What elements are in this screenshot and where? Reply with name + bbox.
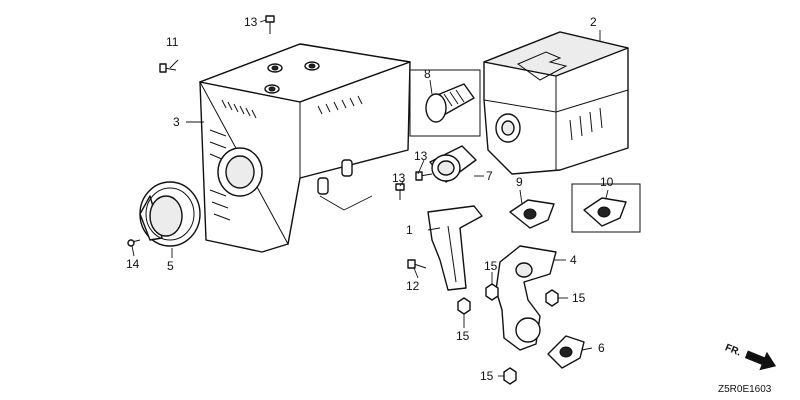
gasket-6-part: [547, 335, 585, 369]
callout-2: 2: [590, 15, 597, 29]
callout-8: 8: [424, 67, 431, 81]
callout-15-a: 15: [484, 259, 498, 273]
bolt-12: [407, 259, 427, 269]
nut-15-c: [545, 289, 559, 307]
bolt-13-top: [265, 15, 275, 34]
callout-10: 10: [600, 175, 614, 189]
exhaust-pipe-part: [495, 245, 557, 351]
diagram-code: Z5R0E1603: [718, 384, 772, 395]
callout-15-b: 15: [456, 329, 470, 343]
exhaust-screen-part: [429, 145, 477, 183]
front-direction-indicator: FR.: [723, 342, 777, 371]
nut-15-d: [503, 367, 517, 385]
gasket-9-part: [509, 199, 555, 229]
callout-7: 7: [486, 169, 493, 183]
callout-13-top: 13: [244, 15, 258, 29]
nut-15-a: [485, 283, 499, 301]
callout-5: 5: [167, 259, 174, 273]
callout-15-c: 15: [572, 291, 586, 305]
callout-12: 12: [406, 279, 420, 293]
callout-4: 4: [570, 253, 577, 267]
callout-1: 1: [406, 223, 413, 237]
bolt-13-low: [395, 183, 405, 200]
callout-3: 3: [173, 115, 180, 129]
gasket-10-part: [571, 183, 641, 233]
leader-lines: [131, 19, 609, 377]
bracket-part: [427, 205, 483, 291]
muffler-part: [483, 31, 629, 175]
callout-6: 6: [598, 341, 605, 355]
spark-arrester-screen-part: [409, 69, 481, 137]
front-label: FR.: [723, 342, 742, 358]
muffler-protector-part: [199, 43, 411, 253]
nut-15-b: [457, 297, 471, 315]
exhaust-guard-part: [139, 181, 201, 247]
bolt-11: [159, 63, 177, 73]
callout-13-low: 13: [392, 171, 406, 185]
callout-14: 14: [126, 257, 140, 271]
callout-15-d: 15: [480, 369, 494, 383]
callout-13-mid: 13: [414, 149, 428, 163]
callout-11: 11: [166, 35, 179, 49]
screw-14: [127, 239, 141, 247]
callout-9: 9: [516, 175, 523, 189]
